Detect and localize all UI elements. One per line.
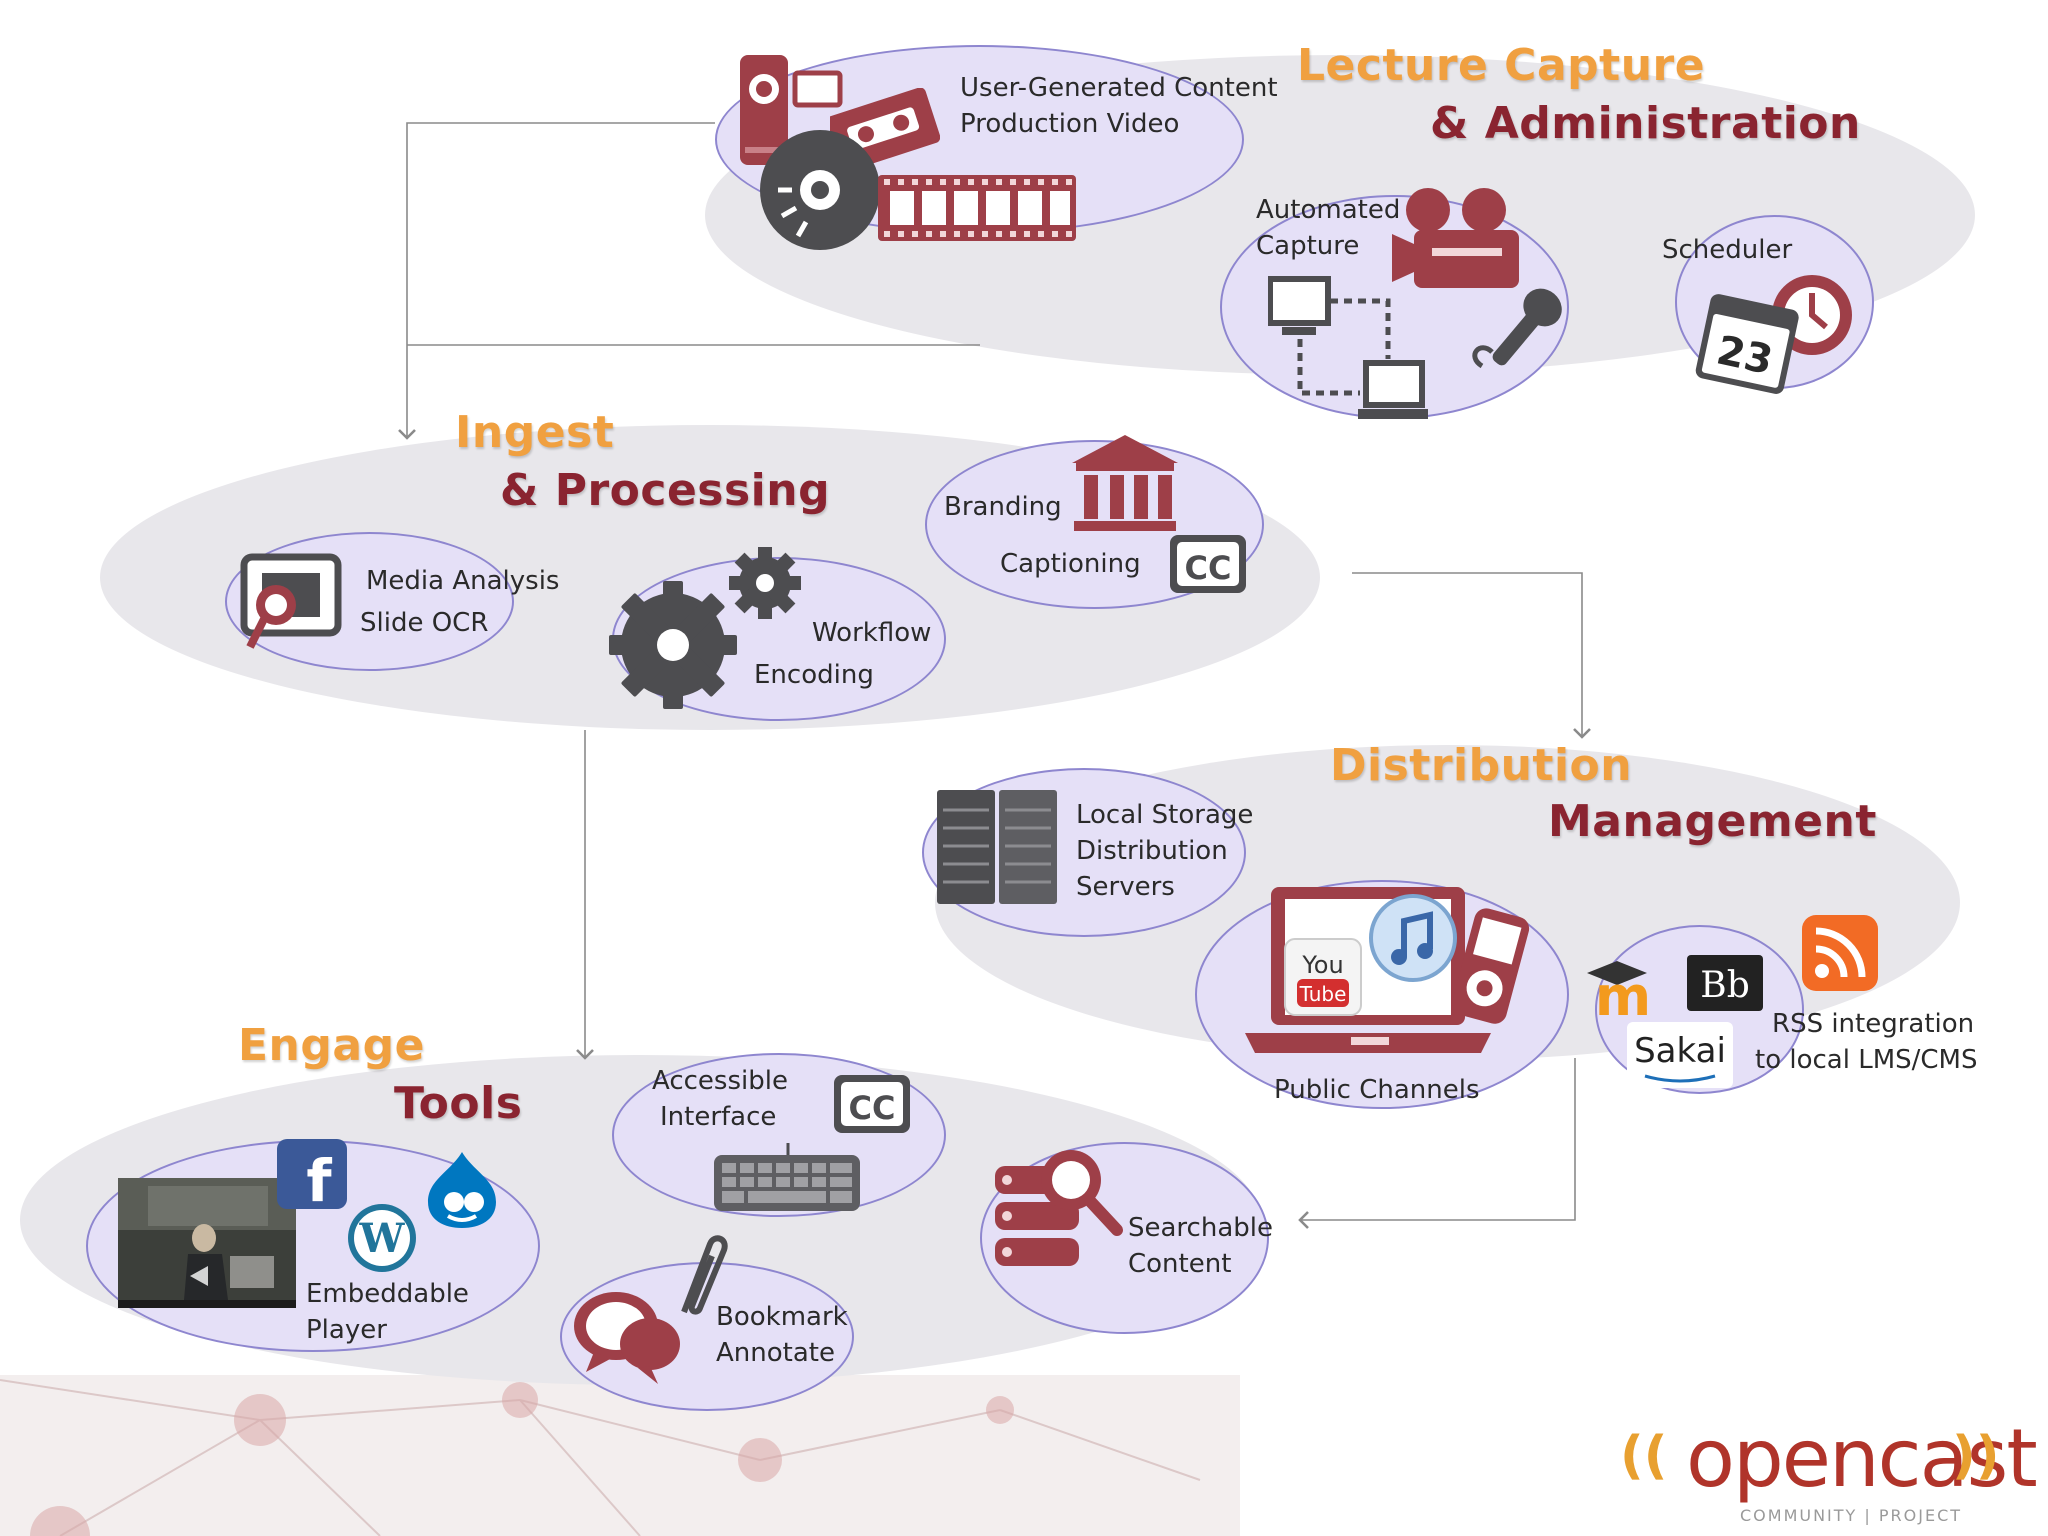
- captioning-label: Captioning: [1000, 549, 1141, 579]
- closed-caption-icon-engage: CC: [834, 1075, 910, 1133]
- media-analysis-label-line2: Slide OCR: [360, 608, 489, 638]
- keyboard-icon: [714, 1143, 860, 1211]
- calendar-clock-icon: 23: [1695, 275, 1852, 394]
- computer-network-icon: [1268, 276, 1428, 419]
- facebook-text: f: [306, 1147, 332, 1211]
- filmstrip-icon: [878, 175, 1076, 241]
- slide-magnifier-icon: [240, 553, 342, 649]
- speech-bubbles-icon: [574, 1292, 680, 1384]
- youtube-icon: You Tube: [1284, 938, 1362, 1016]
- server-rack-icon: [937, 790, 1057, 904]
- bookmark-label-line1: Bookmark: [716, 1302, 848, 1332]
- automated-label-line2: Capture: [1256, 231, 1360, 261]
- wordpress-text: W: [359, 1215, 406, 1262]
- lecture-title-line1: Lecture Capture: [1297, 40, 1706, 91]
- rss-label-line1: RSS integration: [1772, 1009, 1975, 1039]
- ugc-label-line1: User-Generated Content: [960, 73, 1278, 103]
- scheduler-label: Scheduler: [1662, 235, 1793, 265]
- embeddable-label-line2: Player: [306, 1315, 387, 1345]
- camcorder-icon: [740, 55, 843, 165]
- engage-title-line1: Engage: [238, 1020, 425, 1071]
- drupal-icon: [428, 1152, 496, 1228]
- opencast-logo: (( opencast )) COMMUNITY | PROJECT: [1618, 1412, 2038, 1530]
- public-channels-label: Public Channels: [1274, 1075, 1480, 1105]
- storage-label-line2: Distribution: [1076, 836, 1228, 866]
- accessible-label-line1: Accessible: [652, 1066, 788, 1096]
- ugc-label-line2: Production Video: [960, 109, 1180, 139]
- media-player-icon: [1451, 908, 1530, 1024]
- wordpress-icon: W: [348, 1204, 416, 1272]
- sakai-text: Sakai: [1634, 1031, 1726, 1071]
- searchable-label-line2: Content: [1128, 1249, 1232, 1279]
- closed-caption-icon: CC: [1170, 535, 1246, 593]
- lecture-title-line2: & Administration: [1430, 98, 1861, 149]
- storage-label-line3: Servers: [1076, 872, 1175, 902]
- sakai-icon: Sakai: [1627, 1022, 1733, 1088]
- automated-label-line1: Automated: [1256, 195, 1401, 225]
- distribution-title-line1: Distribution: [1330, 740, 1633, 791]
- cc-text-engage: CC: [849, 1089, 896, 1127]
- logo-chevron-left: ((: [1620, 1426, 1668, 1486]
- workflow-label: Workflow: [812, 618, 932, 648]
- rss-feed-icon: [1802, 915, 1878, 991]
- building-icon: [1072, 435, 1178, 531]
- engage-title-line2: Tools: [394, 1078, 523, 1129]
- searchable-label-line1: Searchable: [1128, 1213, 1273, 1243]
- paperclip-icon: [681, 1235, 728, 1315]
- cc-text: CC: [1185, 549, 1232, 587]
- bookmark-label-line2: Annotate: [716, 1338, 835, 1368]
- movie-camera-icon: [1392, 188, 1519, 288]
- rss-label-line2: to local LMS/CMS: [1755, 1045, 1978, 1075]
- itunes-icon: [1369, 894, 1457, 982]
- branding-label: Branding: [944, 492, 1062, 522]
- moodle-text: m: [1595, 965, 1651, 1023]
- embeddable-label-line1: Embeddable: [306, 1279, 469, 1309]
- logo-tagline: COMMUNITY | PROJECT: [1740, 1506, 1963, 1525]
- encoding-label: Encoding: [754, 660, 874, 690]
- blackboard-text: Bb: [1700, 965, 1750, 1006]
- media-analysis-label-line1: Media Analysis: [366, 566, 560, 596]
- calendar-day-text: 23: [1713, 327, 1777, 384]
- youtube-you-text: You: [1301, 951, 1343, 979]
- logo-wordmark: opencast: [1686, 1412, 2038, 1505]
- facebook-icon: f: [277, 1139, 347, 1211]
- video-thumbnail-icon: [118, 1178, 296, 1308]
- blackboard-icon: Bb: [1687, 955, 1763, 1011]
- distribution-title-line2: Management: [1548, 796, 1877, 847]
- ingest-title-line2: & Processing: [500, 465, 831, 516]
- moodle-icon: m: [1587, 961, 1651, 1023]
- microphone-icon: [1472, 288, 1562, 369]
- ingest-title-line1: Ingest: [455, 407, 615, 458]
- youtube-tube-text: Tube: [1299, 982, 1347, 1006]
- gears-icon: [609, 547, 801, 709]
- disc-icon: [760, 130, 880, 250]
- logo-chevron-right: )): [1952, 1426, 2000, 1486]
- database-search-icon: [995, 1150, 1123, 1266]
- accessible-label-line2: Interface: [660, 1102, 777, 1132]
- storage-label-line1: Local Storage: [1076, 800, 1254, 830]
